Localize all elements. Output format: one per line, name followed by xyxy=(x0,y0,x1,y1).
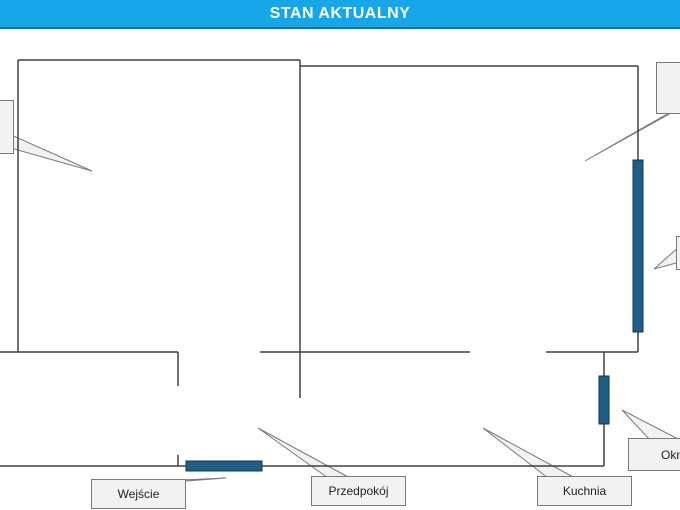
label-entrance: Wejście xyxy=(91,479,186,509)
label-window-2 xyxy=(676,236,680,270)
window-right-large xyxy=(632,159,644,333)
label-room-2 xyxy=(656,62,680,114)
callout-pointer-kitchen xyxy=(482,427,576,479)
label-window: Okno xyxy=(628,438,680,471)
callout-pointer-room-2 xyxy=(584,107,680,162)
label-hallway: Przedpokój xyxy=(311,476,406,506)
window-right-small xyxy=(598,375,610,425)
page-title: STAN AKTUALNY xyxy=(269,4,411,22)
callout-pointer-window-2 xyxy=(653,245,680,270)
title-banner: STAN AKTUALNY xyxy=(0,0,680,29)
callout-pointer-hallway xyxy=(257,427,351,479)
entrance-door xyxy=(185,460,263,472)
label-kitchen: Kuchnia xyxy=(537,476,632,506)
walls xyxy=(0,59,639,467)
callout-pointer-room-1 xyxy=(0,129,93,172)
callout-pointer-window xyxy=(621,409,680,441)
label-room-1 xyxy=(0,100,14,154)
